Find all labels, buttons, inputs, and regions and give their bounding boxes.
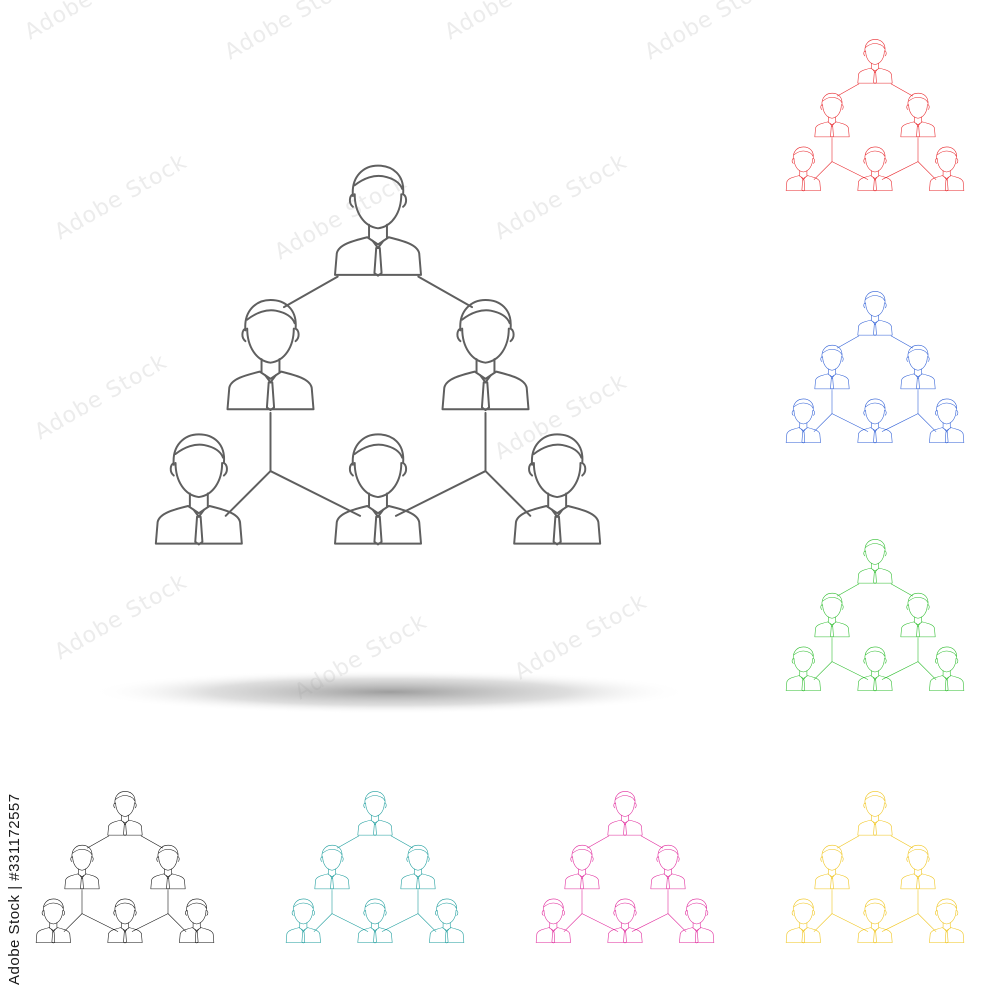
magenta-variant-icon bbox=[536, 791, 714, 943]
yellow-variant-icon bbox=[786, 791, 964, 943]
green-variant-icon bbox=[786, 539, 964, 691]
main-icon-shadow bbox=[90, 670, 690, 714]
svg-text:Adobe Stock: Adobe Stock bbox=[21, 0, 162, 45]
svg-text:Adobe Stock: Adobe Stock bbox=[641, 0, 782, 65]
svg-text:Adobe Stock: Adobe Stock bbox=[441, 0, 582, 45]
svg-text:Adobe Stock: Adobe Stock bbox=[51, 569, 192, 665]
svg-text:Adobe Stock: Adobe Stock bbox=[271, 169, 412, 265]
svg-text:Adobe Stock: Adobe Stock bbox=[221, 0, 362, 65]
teal-variant-icon bbox=[286, 791, 464, 943]
svg-text:Adobe Stock: Adobe Stock bbox=[491, 149, 632, 245]
stock-id-label: Adobe Stock | #331172557 bbox=[6, 793, 23, 985]
svg-text:Adobe Stock: Adobe Stock bbox=[491, 369, 632, 465]
svg-text:Adobe Stock: Adobe Stock bbox=[511, 589, 652, 685]
svg-text:Adobe Stock: Adobe Stock bbox=[51, 149, 192, 245]
blue-variant-icon bbox=[786, 291, 964, 443]
black-variant-icon bbox=[36, 791, 214, 943]
svg-text:Adobe Stock: Adobe Stock bbox=[31, 349, 172, 445]
watermark-pattern: Adobe Stock Adobe Stock Adobe Stock Adob… bbox=[21, 0, 782, 705]
red-variant-icon bbox=[786, 39, 964, 191]
